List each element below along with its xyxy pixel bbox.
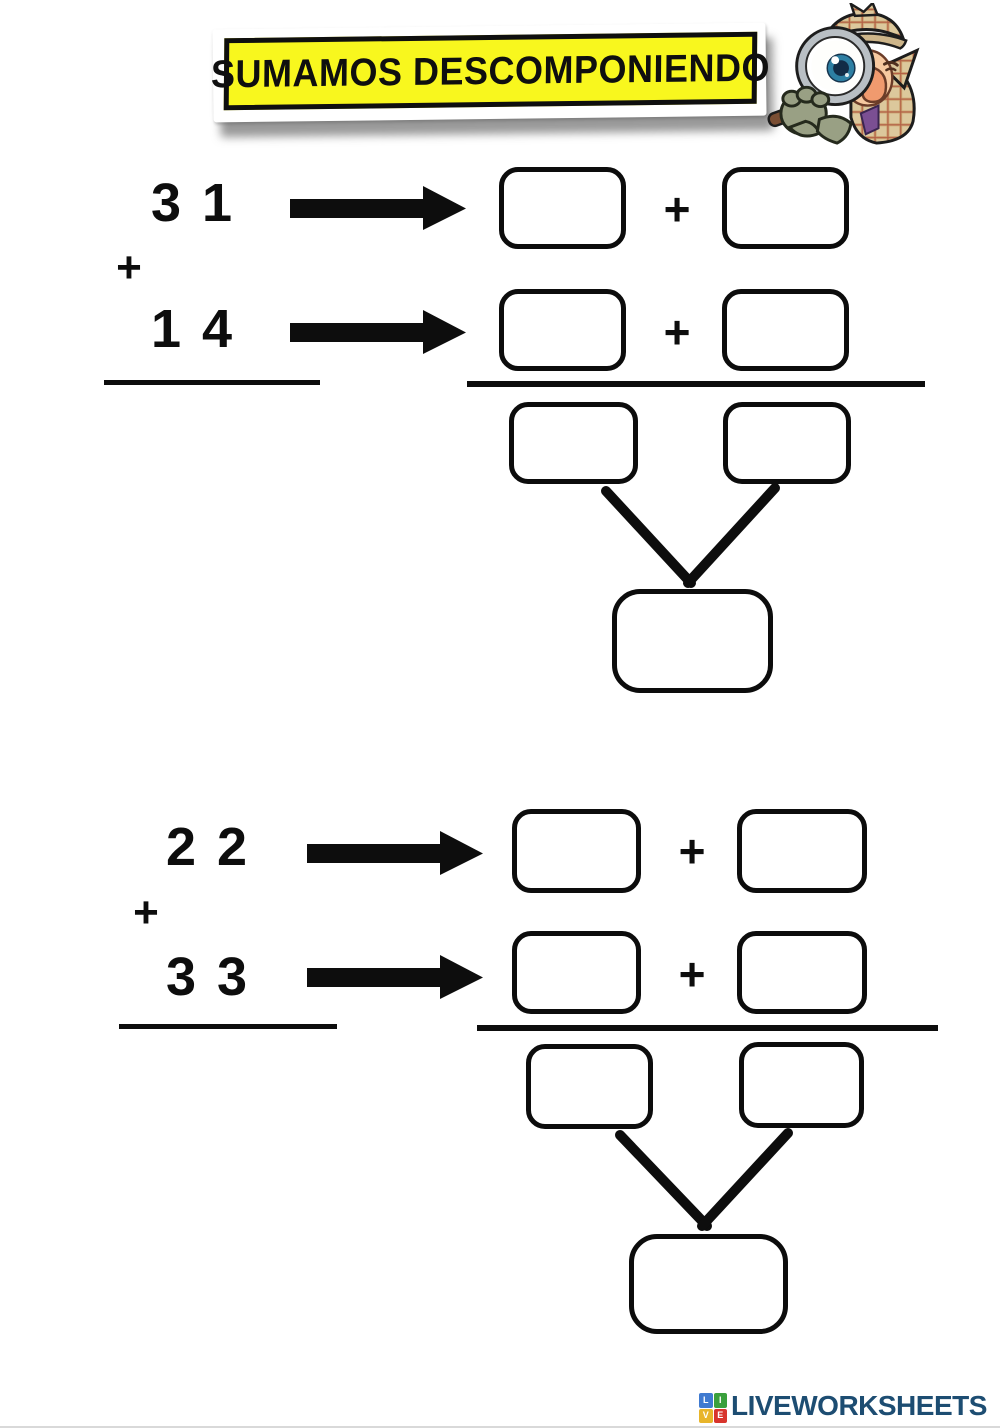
logo-square-l: L — [699, 1393, 713, 1408]
page-title: SUMAMOS DESCOMPONIENDO — [210, 44, 771, 97]
exercise1-total-box[interactable] — [612, 589, 773, 693]
logo-square-v: V — [699, 1408, 713, 1423]
sum-line-left — [119, 1024, 337, 1029]
exercise1-addend-top: 3 1 — [151, 173, 236, 233]
sum-line-left — [104, 380, 320, 385]
exercise2-addend-bottom: 3 3 — [166, 947, 251, 1007]
arrow-right-icon — [290, 310, 466, 354]
exercise2-top-ones-box[interactable] — [737, 809, 867, 893]
exercise2-plus-sign: + — [133, 888, 159, 937]
arrow-right-icon — [307, 831, 483, 875]
exercise2-addend-top: 2 2 — [166, 817, 251, 877]
exercise2-decompose-plus-bottom: + — [678, 948, 706, 1000]
exercise1-bottom-ones-box[interactable] — [722, 289, 849, 371]
title-banner-yellow-box: SUMAMOS DESCOMPONIENDO — [211, 31, 770, 111]
exercise1-top-ones-box[interactable] — [722, 167, 849, 249]
exercise1-result-tens-box[interactable] — [509, 402, 638, 484]
exercise2-decompose-plus-top: + — [678, 825, 706, 877]
exercise2-bottom-ones-box[interactable] — [737, 931, 867, 1014]
arrow-right-icon — [307, 955, 483, 999]
sum-line-right — [467, 381, 925, 387]
exercise2-result-ones-box[interactable] — [739, 1042, 864, 1128]
arrow-right-icon — [290, 186, 466, 230]
sum-line-right — [477, 1025, 938, 1031]
liveworksheets-logo-icon: L I V E — [699, 1393, 727, 1423]
exercise2-bottom-tens-box[interactable] — [512, 931, 641, 1014]
exercise1-decompose-plus-top: + — [663, 183, 691, 235]
merge-v-lines — [601, 484, 780, 588]
exercise1-decompose-plus-bottom: + — [663, 306, 691, 358]
merge-v-lines — [615, 1128, 793, 1231]
logo-square-e: E — [713, 1408, 727, 1423]
exercise1-result-ones-box[interactable] — [723, 402, 851, 484]
exercise1-addend-bottom: 1 4 — [151, 299, 236, 359]
exercise1-bottom-tens-box[interactable] — [499, 289, 626, 371]
liveworksheets-brand-text: LIVEWORKSHEETS — [731, 1390, 987, 1421]
title-banner: SUMAMOS DESCOMPONIENDO — [211, 22, 770, 123]
detective-magnifier-mascot-image — [767, 3, 920, 145]
logo-square-i: I — [713, 1393, 727, 1408]
exercise2-result-tens-box[interactable] — [526, 1044, 653, 1129]
exercise1-plus-sign: + — [116, 243, 142, 292]
exercise2-total-box[interactable] — [629, 1234, 788, 1334]
exercise2-top-tens-box[interactable] — [512, 809, 641, 893]
exercise1-top-tens-box[interactable] — [499, 167, 626, 249]
